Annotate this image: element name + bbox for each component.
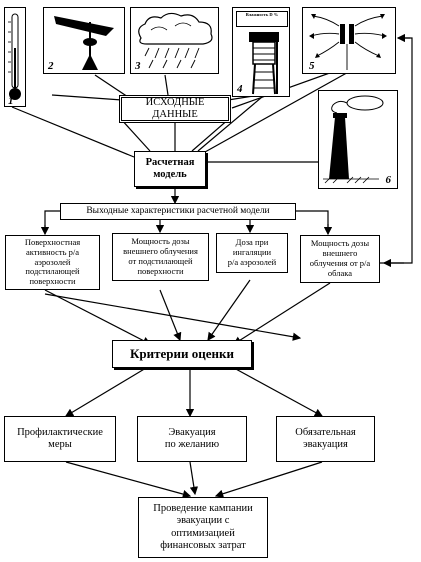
final-evacuation-campaign: Проведение кампании эвакуации с оптимиза… <box>138 497 268 558</box>
input-panel-wind-directions: 5 <box>302 7 396 74</box>
wind-directions-icon <box>309 14 387 70</box>
wind-vane-icon <box>54 16 114 70</box>
panel-number: 2 <box>48 60 54 72</box>
model-outputs-header: Выходные характеристики расчетной модели <box>60 203 296 220</box>
measure-voluntary-evacuation: Эвакуация по желанию <box>137 416 247 462</box>
input-panel-emission-stack: 6 <box>318 90 398 189</box>
output-cloud-dose-rate: Мощность дозы внешнего облучения от р/а … <box>300 235 380 283</box>
computational-model-box: Расчетная модель <box>134 151 206 187</box>
output-inhalation-dose: Доза при ингаляции р/а аэрозолей <box>216 233 288 273</box>
panel-number: 1 <box>8 95 14 107</box>
rain-cloud-icon <box>138 12 213 69</box>
station-sign: Влажность D % <box>236 11 288 27</box>
panel-number: 6 <box>385 174 392 186</box>
input-panel-wind-vane: 2 <box>43 7 125 74</box>
assessment-criteria-box: Критерии оценки <box>112 340 252 368</box>
source-data-box: ИСХОДНЫЕ ДАННЫЕ <box>119 95 231 123</box>
output-surface-activity: Поверхностная активность р/а аэрозолей п… <box>5 235 100 290</box>
weather-station-icon <box>249 32 279 95</box>
panel-number: 3 <box>135 60 141 72</box>
panel-number: 4 <box>237 83 243 95</box>
input-panel-thermometer: 1 <box>4 7 26 107</box>
measure-preventive: Профилактические меры <box>4 416 116 462</box>
output-surface-dose-rate: Мощность дозы внешнего облучения от подс… <box>112 233 209 281</box>
panel-number: 5 <box>309 60 315 72</box>
emission-stack-icon <box>323 95 384 184</box>
input-panel-rain-cloud: 3 <box>130 7 219 74</box>
input-panel-weather-station: Влажность D % 4 <box>232 7 290 97</box>
thermometer-icon <box>8 13 21 100</box>
measure-mandatory-evacuation: Обязательная эвакуация <box>276 416 375 462</box>
